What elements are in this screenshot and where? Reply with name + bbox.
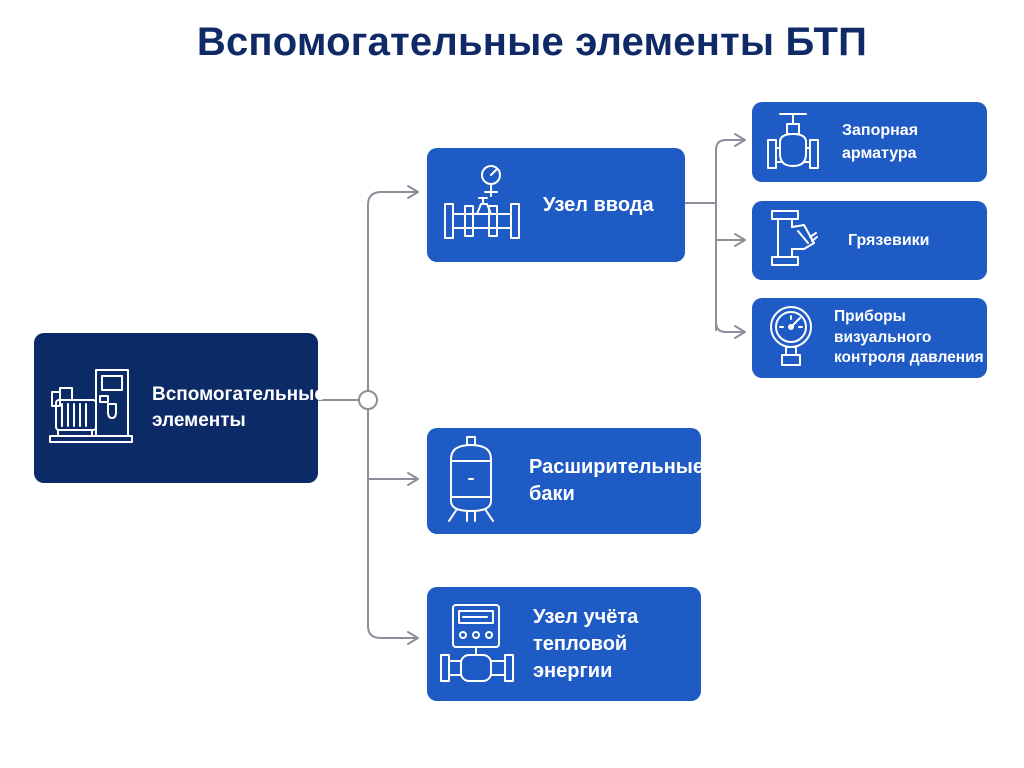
gate-valve-icon bbox=[766, 110, 820, 175]
leaf-pribory-kontrolya-davleniya: Приборы визуального контроля давления bbox=[752, 298, 987, 378]
hub-node bbox=[358, 390, 378, 410]
arrow-vvod bbox=[407, 185, 419, 199]
expansion-tank-icon bbox=[443, 435, 499, 528]
node-label: Узел учёта тепловой энергии bbox=[533, 605, 639, 682]
root-label: Вспомогательные элементы bbox=[152, 384, 325, 431]
node-uzel-ucheta: Узел учёта тепловой энергии bbox=[427, 587, 701, 701]
leaf-label: Приборы визуального контроля давления bbox=[834, 307, 984, 367]
pressure-gauge-icon bbox=[768, 305, 814, 372]
node-rasshiritelnye-baki: Расширительные баки bbox=[427, 428, 704, 534]
strainer-icon bbox=[770, 207, 818, 274]
heat-meter-icon bbox=[439, 601, 515, 688]
node-label: Расширительные баки bbox=[529, 456, 704, 505]
root-node: Вспомогательные элементы bbox=[34, 333, 325, 483]
leaf-label: Запорная арматура bbox=[842, 121, 919, 162]
trunk-connector bbox=[367, 191, 418, 391]
node-uzel-vvoda: Узел ввода bbox=[427, 148, 685, 262]
node-label: Узел ввода bbox=[543, 193, 654, 216]
branch-connector-uchet bbox=[367, 478, 418, 639]
fan-connector-pr bbox=[715, 321, 744, 333]
diagram-title: Вспомогательные элементы БТП bbox=[196, 20, 868, 64]
arrow-gr bbox=[734, 233, 746, 247]
fan-connector bbox=[715, 139, 744, 331]
arrow-uchet bbox=[407, 631, 419, 645]
pump-station-icon bbox=[48, 366, 136, 451]
leaf-label: Грязевики bbox=[848, 231, 930, 249]
leaf-zapornaya-armatura: Запорная арматура bbox=[752, 102, 987, 182]
arrow-baki bbox=[407, 472, 419, 486]
arrow-pr bbox=[734, 325, 746, 339]
branch-connector-baki bbox=[367, 409, 418, 480]
arrow-arm bbox=[734, 133, 746, 147]
pipe-valve-gauge-icon bbox=[439, 162, 525, 249]
leaf-gryazeviki: Грязевики bbox=[752, 201, 987, 280]
